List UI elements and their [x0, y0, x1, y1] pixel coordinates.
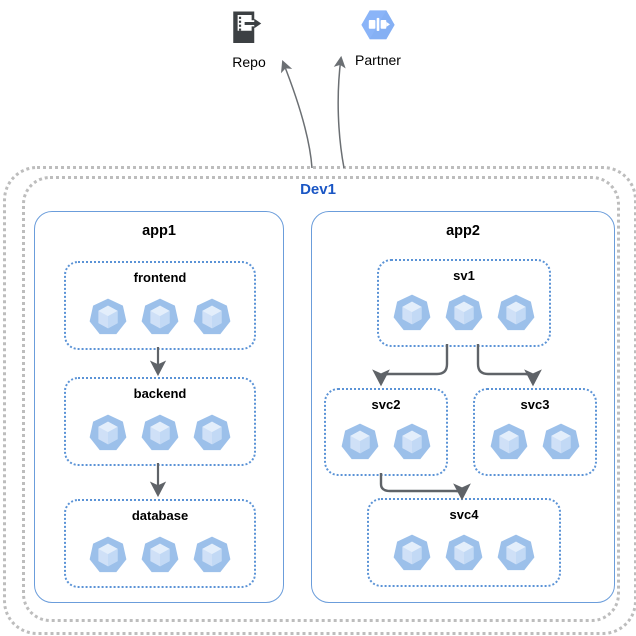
service-title: svc2	[371, 397, 401, 412]
service-title: database	[131, 508, 189, 523]
service-box-svc4[interactable]: svc4	[367, 498, 561, 587]
pod-icon	[393, 534, 431, 571]
pod-icon	[445, 534, 483, 571]
pod-icon	[141, 298, 179, 335]
pod-icon	[193, 414, 231, 451]
pod-icon	[542, 423, 580, 460]
service-box-frontend[interactable]: frontend	[64, 261, 256, 350]
pod-icon	[490, 423, 528, 460]
service-title: svc4	[449, 507, 479, 522]
pod-row	[369, 532, 559, 574]
pod-row	[379, 292, 549, 334]
environment-title: Dev1	[300, 181, 336, 198]
app-title: app1	[142, 223, 176, 239]
pod-row	[326, 421, 446, 463]
partner-interconnect-icon	[361, 10, 395, 40]
environment-boundary-inner	[22, 176, 620, 622]
service-title: backend	[133, 386, 187, 401]
external-node-repo[interactable]: Repo	[204, 8, 294, 70]
pod-icon	[89, 298, 127, 335]
pod-icon	[89, 414, 127, 451]
service-box-database[interactable]: database	[64, 499, 256, 588]
service-title: sv1	[453, 268, 475, 283]
service-box-backend[interactable]: backend	[64, 377, 256, 466]
external-node-label: Partner	[355, 52, 401, 68]
pod-row	[66, 296, 254, 338]
pod-row	[66, 412, 254, 454]
arrow-dev1-to-repo	[281, 60, 313, 169]
pod-icon	[141, 536, 179, 573]
service-box-svc2[interactable]: svc2	[324, 388, 448, 476]
external-node-label: Repo	[232, 54, 266, 70]
pod-row	[475, 421, 595, 463]
pod-icon	[341, 423, 379, 460]
service-title: svc3	[520, 397, 550, 412]
pod-icon	[141, 414, 179, 451]
pod-icon	[497, 534, 535, 571]
service-box-sv1[interactable]: sv1	[377, 259, 551, 347]
external-node-partner[interactable]: Partner	[333, 6, 423, 68]
service-title: frontend	[133, 270, 187, 285]
pod-icon	[393, 423, 431, 460]
app-title: app2	[446, 223, 480, 239]
pod-icon	[193, 536, 231, 573]
pod-icon	[497, 294, 535, 331]
pod-icon	[393, 294, 431, 331]
service-box-svc3[interactable]: svc3	[473, 388, 597, 476]
pod-icon	[89, 536, 127, 573]
repository-icon	[233, 11, 262, 43]
arrow-dev1-to-partner	[333, 55, 346, 169]
environment-boundary-outer	[3, 166, 636, 635]
pod-icon	[445, 294, 483, 331]
pod-row	[66, 534, 254, 576]
pod-icon	[193, 298, 231, 335]
